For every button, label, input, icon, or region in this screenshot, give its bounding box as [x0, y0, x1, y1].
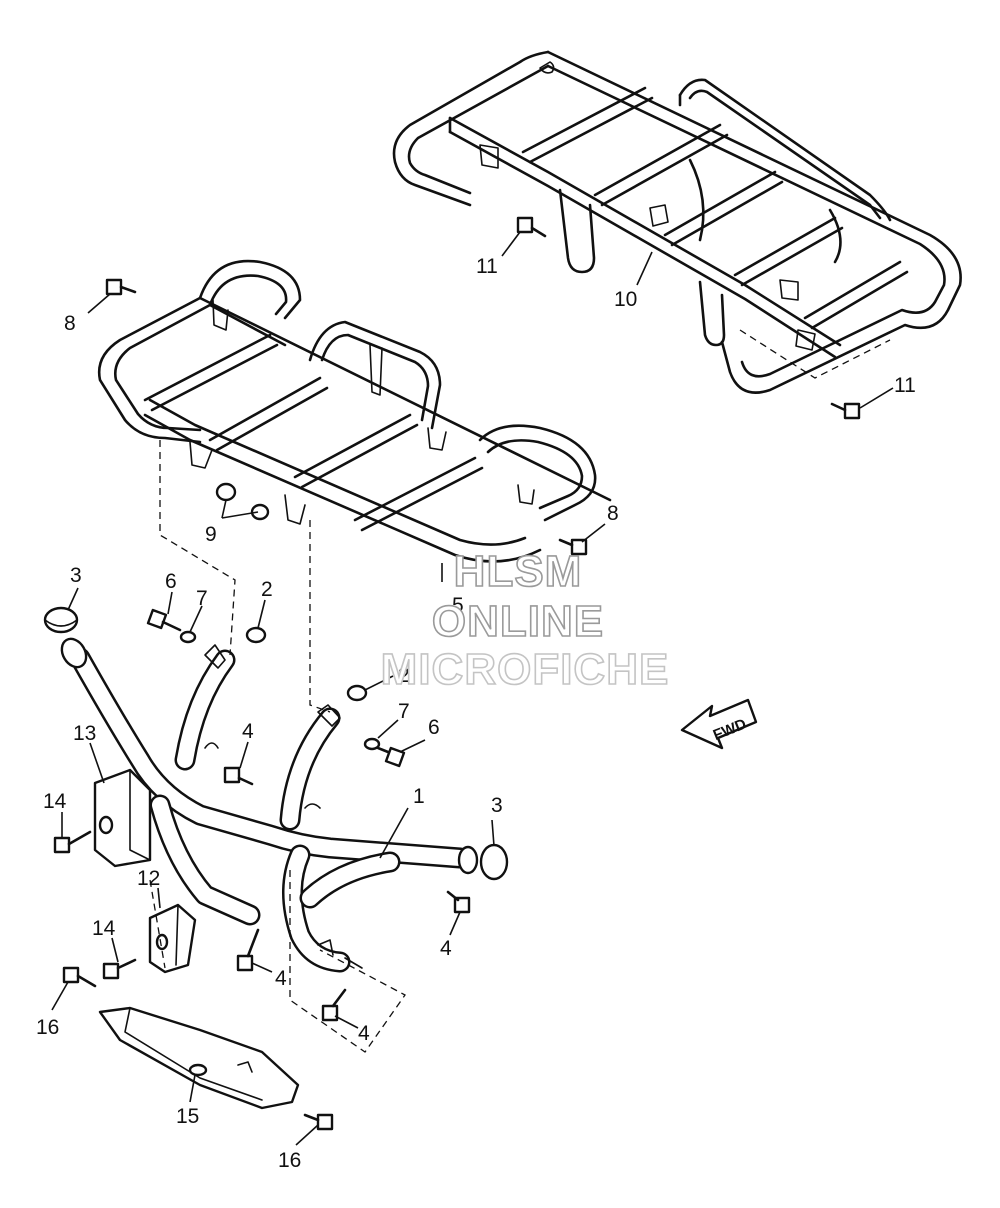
callout-4-a: 4	[242, 720, 254, 743]
bolt-4-d	[321, 988, 347, 1022]
callout-1: 1	[413, 785, 425, 808]
callout-4-b: 4	[440, 937, 452, 960]
callout-14-lower: 14	[92, 917, 116, 940]
callout-16-lower: 16	[278, 1149, 301, 1172]
callout-4-d: 4	[358, 1022, 370, 1045]
callout-11-lower: 11	[894, 374, 916, 397]
bolt-6-upper	[146, 608, 182, 632]
callout-5: 5	[452, 594, 464, 617]
callout-7-upper: 7	[196, 587, 208, 610]
bolt-4-b	[446, 890, 471, 914]
callout-3-right: 3	[491, 794, 503, 817]
callout-numbers: 1 2 2 3 3 4 4 4 4 5 6 6 7 7 8 8 9 10 11 …	[36, 255, 916, 1172]
watermark-line-1: HLSM	[454, 547, 583, 596]
callout-11-upper: 11	[476, 255, 498, 278]
callout-12: 12	[137, 867, 160, 890]
leader-lines	[51, 231, 894, 1146]
cap-left	[43, 606, 79, 634]
front-guard	[60, 637, 479, 973]
callout-8-upper: 8	[64, 312, 76, 335]
bolt-11-lower	[830, 402, 861, 420]
bolt-14-lower	[102, 958, 137, 980]
washer-lower	[363, 737, 381, 751]
watermark: HLSM ONLINE MICROFICHE	[380, 546, 670, 695]
bolt-8-upper	[105, 278, 137, 296]
assembly-lines	[149, 329, 891, 1053]
watermark-line-3: MICROFICHE	[381, 645, 670, 694]
grommet-upper	[245, 626, 267, 644]
bolt-11-upper	[516, 216, 547, 238]
callout-3-left: 3	[70, 564, 82, 587]
cap-right	[479, 843, 509, 881]
callout-2-lower: 2	[398, 664, 410, 687]
bolt-6-lower	[376, 746, 406, 768]
forward-direction-arrow: FWD	[680, 698, 758, 750]
callout-13: 13	[73, 722, 96, 745]
grommet-lower	[346, 684, 368, 702]
callout-6-upper: 6	[165, 570, 177, 593]
rear-carrier	[392, 50, 962, 394]
callout-14-upper: 14	[43, 790, 67, 813]
bracket-13	[93, 768, 152, 868]
callout-9: 9	[205, 523, 217, 546]
bolt-16-upper	[62, 966, 97, 988]
callout-16-upper: 16	[36, 1016, 59, 1039]
bolt-8-lower	[558, 538, 588, 556]
callout-8-lower: 8	[607, 502, 619, 525]
callout-4-c: 4	[275, 967, 287, 990]
watermark-line-2: ONLINE	[432, 597, 604, 646]
bolt-14-upper	[53, 830, 92, 854]
nut-9	[215, 482, 270, 521]
callout-6-lower: 6	[428, 716, 440, 739]
bracket-12	[148, 903, 197, 974]
bolt-16-lower	[303, 1113, 334, 1131]
washer-upper	[179, 630, 197, 644]
callout-10: 10	[614, 288, 637, 311]
bolt-4-a	[223, 766, 254, 786]
front-carrier	[97, 259, 612, 563]
skid-plate	[98, 1006, 300, 1110]
callout-7-lower: 7	[398, 700, 410, 723]
callout-15: 15	[176, 1105, 199, 1128]
callout-2-upper: 2	[261, 578, 273, 601]
